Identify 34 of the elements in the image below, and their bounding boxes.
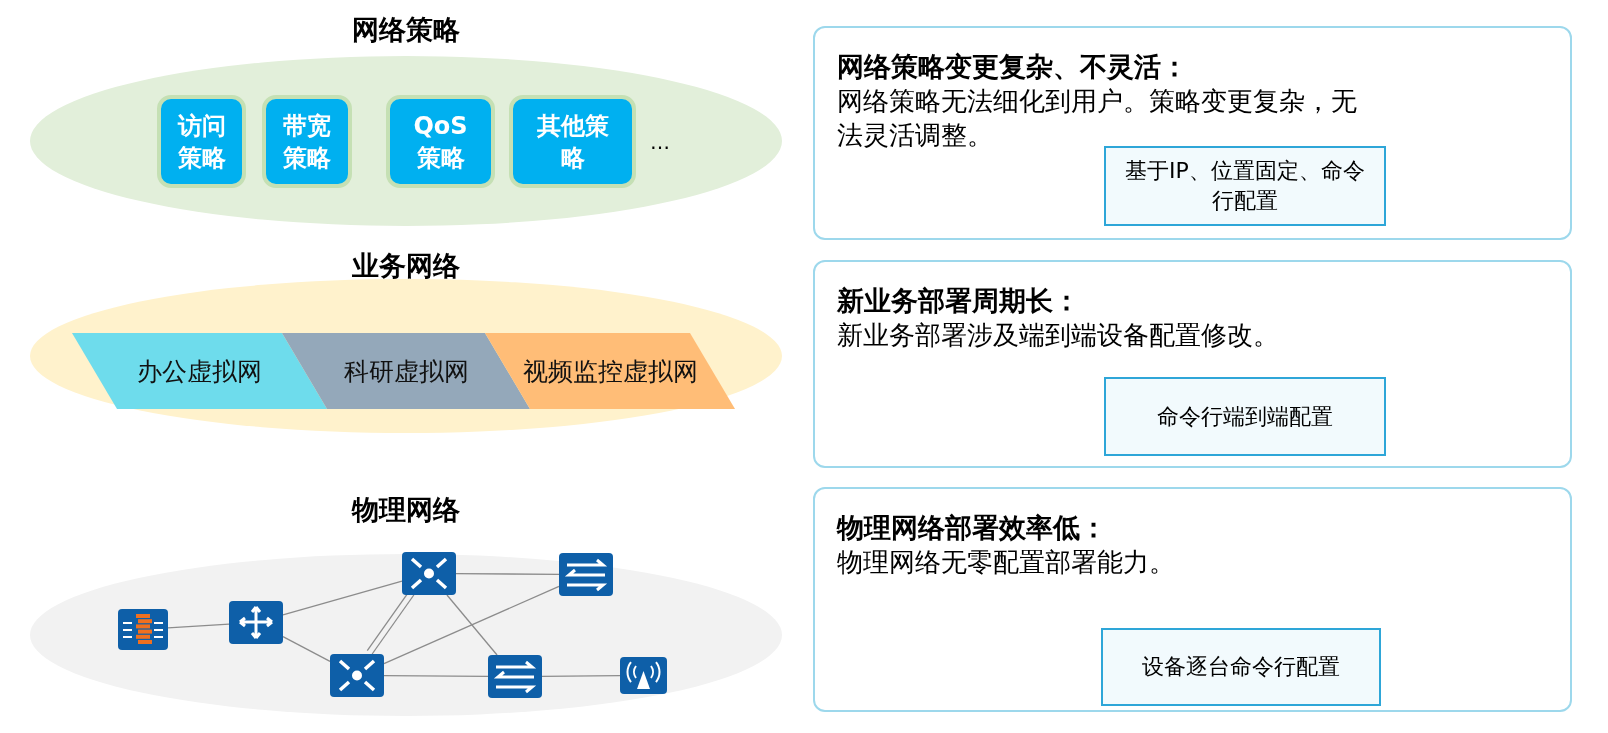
layer-title: 业务网络 [351, 250, 461, 282]
network-link [446, 594, 498, 656]
router-icon [229, 601, 283, 644]
info-panel [813, 26, 1572, 240]
panel-heading: 新业务部署周期长： [837, 284, 1080, 318]
network-link [455, 573, 560, 575]
policy-box: 其他策略 [509, 95, 636, 188]
core-switch-icon [330, 654, 384, 697]
network-link [282, 636, 331, 662]
network-link [541, 675, 621, 677]
policy-box: 带宽策略 [262, 95, 352, 188]
method-box: 命令行端到端配置 [1104, 377, 1386, 456]
layer-title: 网络策略 [351, 14, 461, 46]
panel-heading: 网络策略变更复杂、不灵活： [837, 50, 1188, 84]
firewall-icon [118, 609, 168, 650]
policy-box: 访问策略 [157, 95, 246, 188]
panel-text: 物理网络无零配置部署能力。 [837, 546, 1176, 579]
wireless-access-point-icon [620, 657, 667, 694]
policy-box: QoS 策略 [386, 95, 495, 188]
info-panel [813, 487, 1572, 712]
core-switch-icon [402, 552, 456, 595]
switch-icon [488, 655, 542, 698]
switch-icon [559, 553, 613, 596]
ellipsis-text: … [650, 130, 670, 154]
panel-text: 新业务部署涉及端到端设备配置修改。 [837, 319, 1280, 352]
network-link [383, 585, 560, 665]
network-link [282, 580, 403, 616]
panel-heading: 物理网络部署效率低： [837, 511, 1107, 545]
method-box: 设备逐台命令行配置 [1101, 628, 1381, 706]
method-box: 基于IP、位置固定、命令行配置 [1104, 146, 1386, 226]
layer-title: 物理网络 [350, 494, 461, 526]
info-panel [813, 260, 1572, 468]
network-link [383, 675, 489, 677]
network-link [167, 623, 230, 629]
